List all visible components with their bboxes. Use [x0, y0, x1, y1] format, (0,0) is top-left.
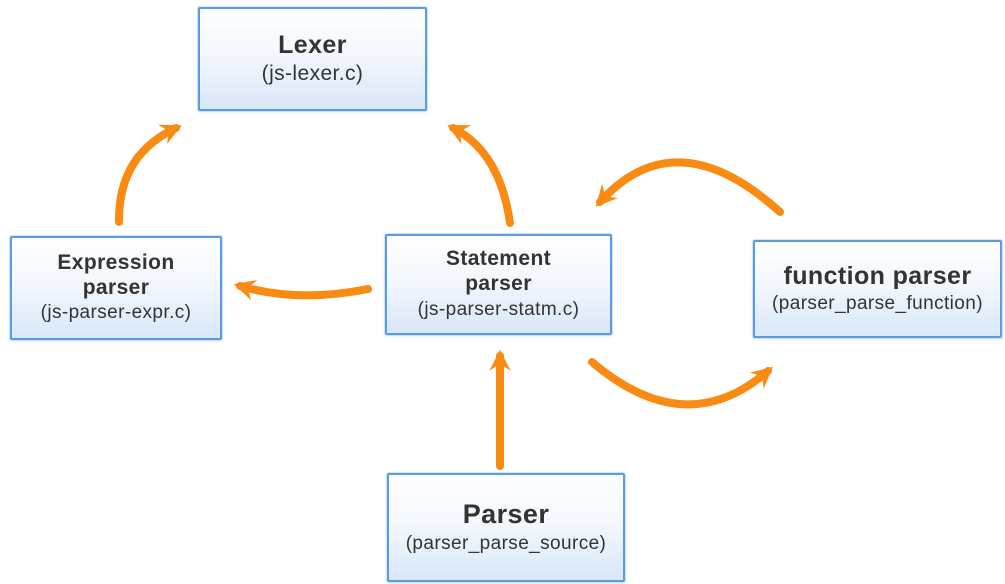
node-function-parser: function parser (parser_parse_function): [753, 240, 1002, 338]
node-expression-parser-title: Expression parser: [57, 250, 175, 299]
node-function-parser-subtitle: (parser_parse_function): [772, 293, 983, 315]
edge-function-to-statement: [595, 158, 784, 216]
node-expression-parser-subtitle: (js-parser-expr.c): [40, 302, 192, 324]
node-lexer-subtitle: (js-lexer.c): [261, 62, 364, 86]
node-parser-subtitle: (parser_parse_source): [405, 533, 607, 555]
node-statement-parser-subtitle: (js-parser-statm.c): [417, 298, 580, 320]
node-function-parser-title: function parser: [783, 261, 972, 290]
node-statement-parser: Statement parser (js-parser-statm.c): [385, 234, 612, 335]
edge-statement-to-lexer: [447, 124, 514, 227]
node-parser-title: Parser: [462, 499, 550, 530]
node-lexer: Lexer (js-lexer.c): [198, 7, 427, 111]
edge-expression-to-lexer: [114, 124, 182, 226]
edge-statement-to-function: [588, 358, 773, 409]
node-expression-parser: Expression parser (js-parser-expr.c): [10, 236, 222, 340]
edge-statement-to-expression: [233, 279, 372, 301]
node-statement-parser-title: Statement parser: [445, 247, 552, 296]
node-parser: Parser (parser_parse_source): [387, 473, 625, 582]
node-lexer-title: Lexer: [278, 30, 347, 59]
